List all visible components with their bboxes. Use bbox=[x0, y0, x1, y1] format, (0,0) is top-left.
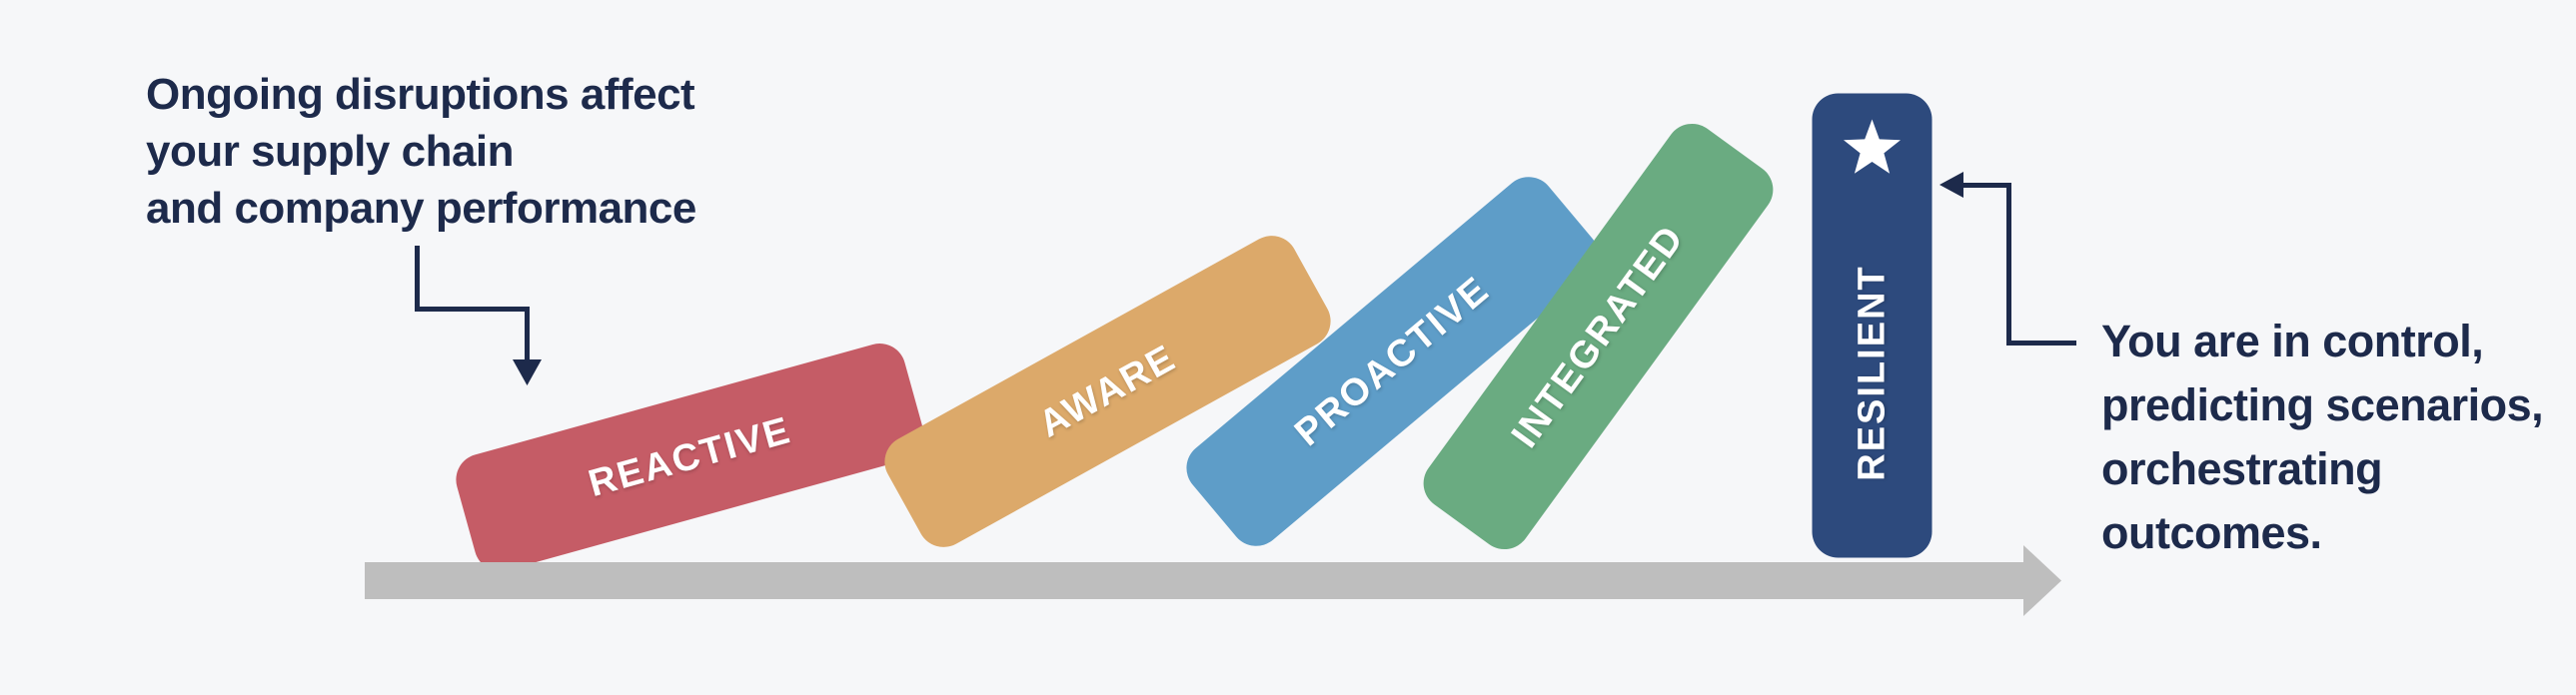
arrow-down-icon bbox=[513, 359, 542, 385]
left-annotation: Ongoing disruptions affect your supply c… bbox=[146, 66, 696, 237]
right-annotation-line-1: You are in control, bbox=[2101, 316, 2484, 366]
timeline-arrow-shaft bbox=[365, 562, 2023, 599]
right-connector-line bbox=[2006, 341, 2076, 346]
stage-label: AWARE bbox=[1031, 336, 1183, 446]
left-connector-line bbox=[525, 307, 530, 362]
right-annotation-line-3: orchestrating outcomes. bbox=[2101, 443, 2383, 558]
left-annotation-line-3: and company performance bbox=[146, 184, 696, 233]
stage-label: REACTIVE bbox=[584, 408, 796, 505]
left-annotation-line-1: Ongoing disruptions affect bbox=[146, 70, 695, 119]
right-annotation-line-2: predicting scenarios, bbox=[2101, 379, 2544, 430]
right-connector-line bbox=[1961, 183, 2011, 188]
timeline-arrowhead-icon bbox=[2023, 545, 2061, 616]
star-icon bbox=[1843, 119, 1903, 180]
stage-label: RESILIENT bbox=[1851, 265, 1893, 481]
stage-tile-resilient: RESILIENT bbox=[1812, 93, 1932, 558]
right-connector-line bbox=[2006, 183, 2011, 346]
left-connector-line bbox=[415, 307, 530, 312]
left-annotation-line-2: your supply chain bbox=[146, 127, 515, 176]
arrow-left-icon bbox=[1939, 172, 1963, 198]
right-annotation: You are in control, predicting scenarios… bbox=[2101, 310, 2576, 565]
left-connector-line bbox=[415, 246, 420, 312]
